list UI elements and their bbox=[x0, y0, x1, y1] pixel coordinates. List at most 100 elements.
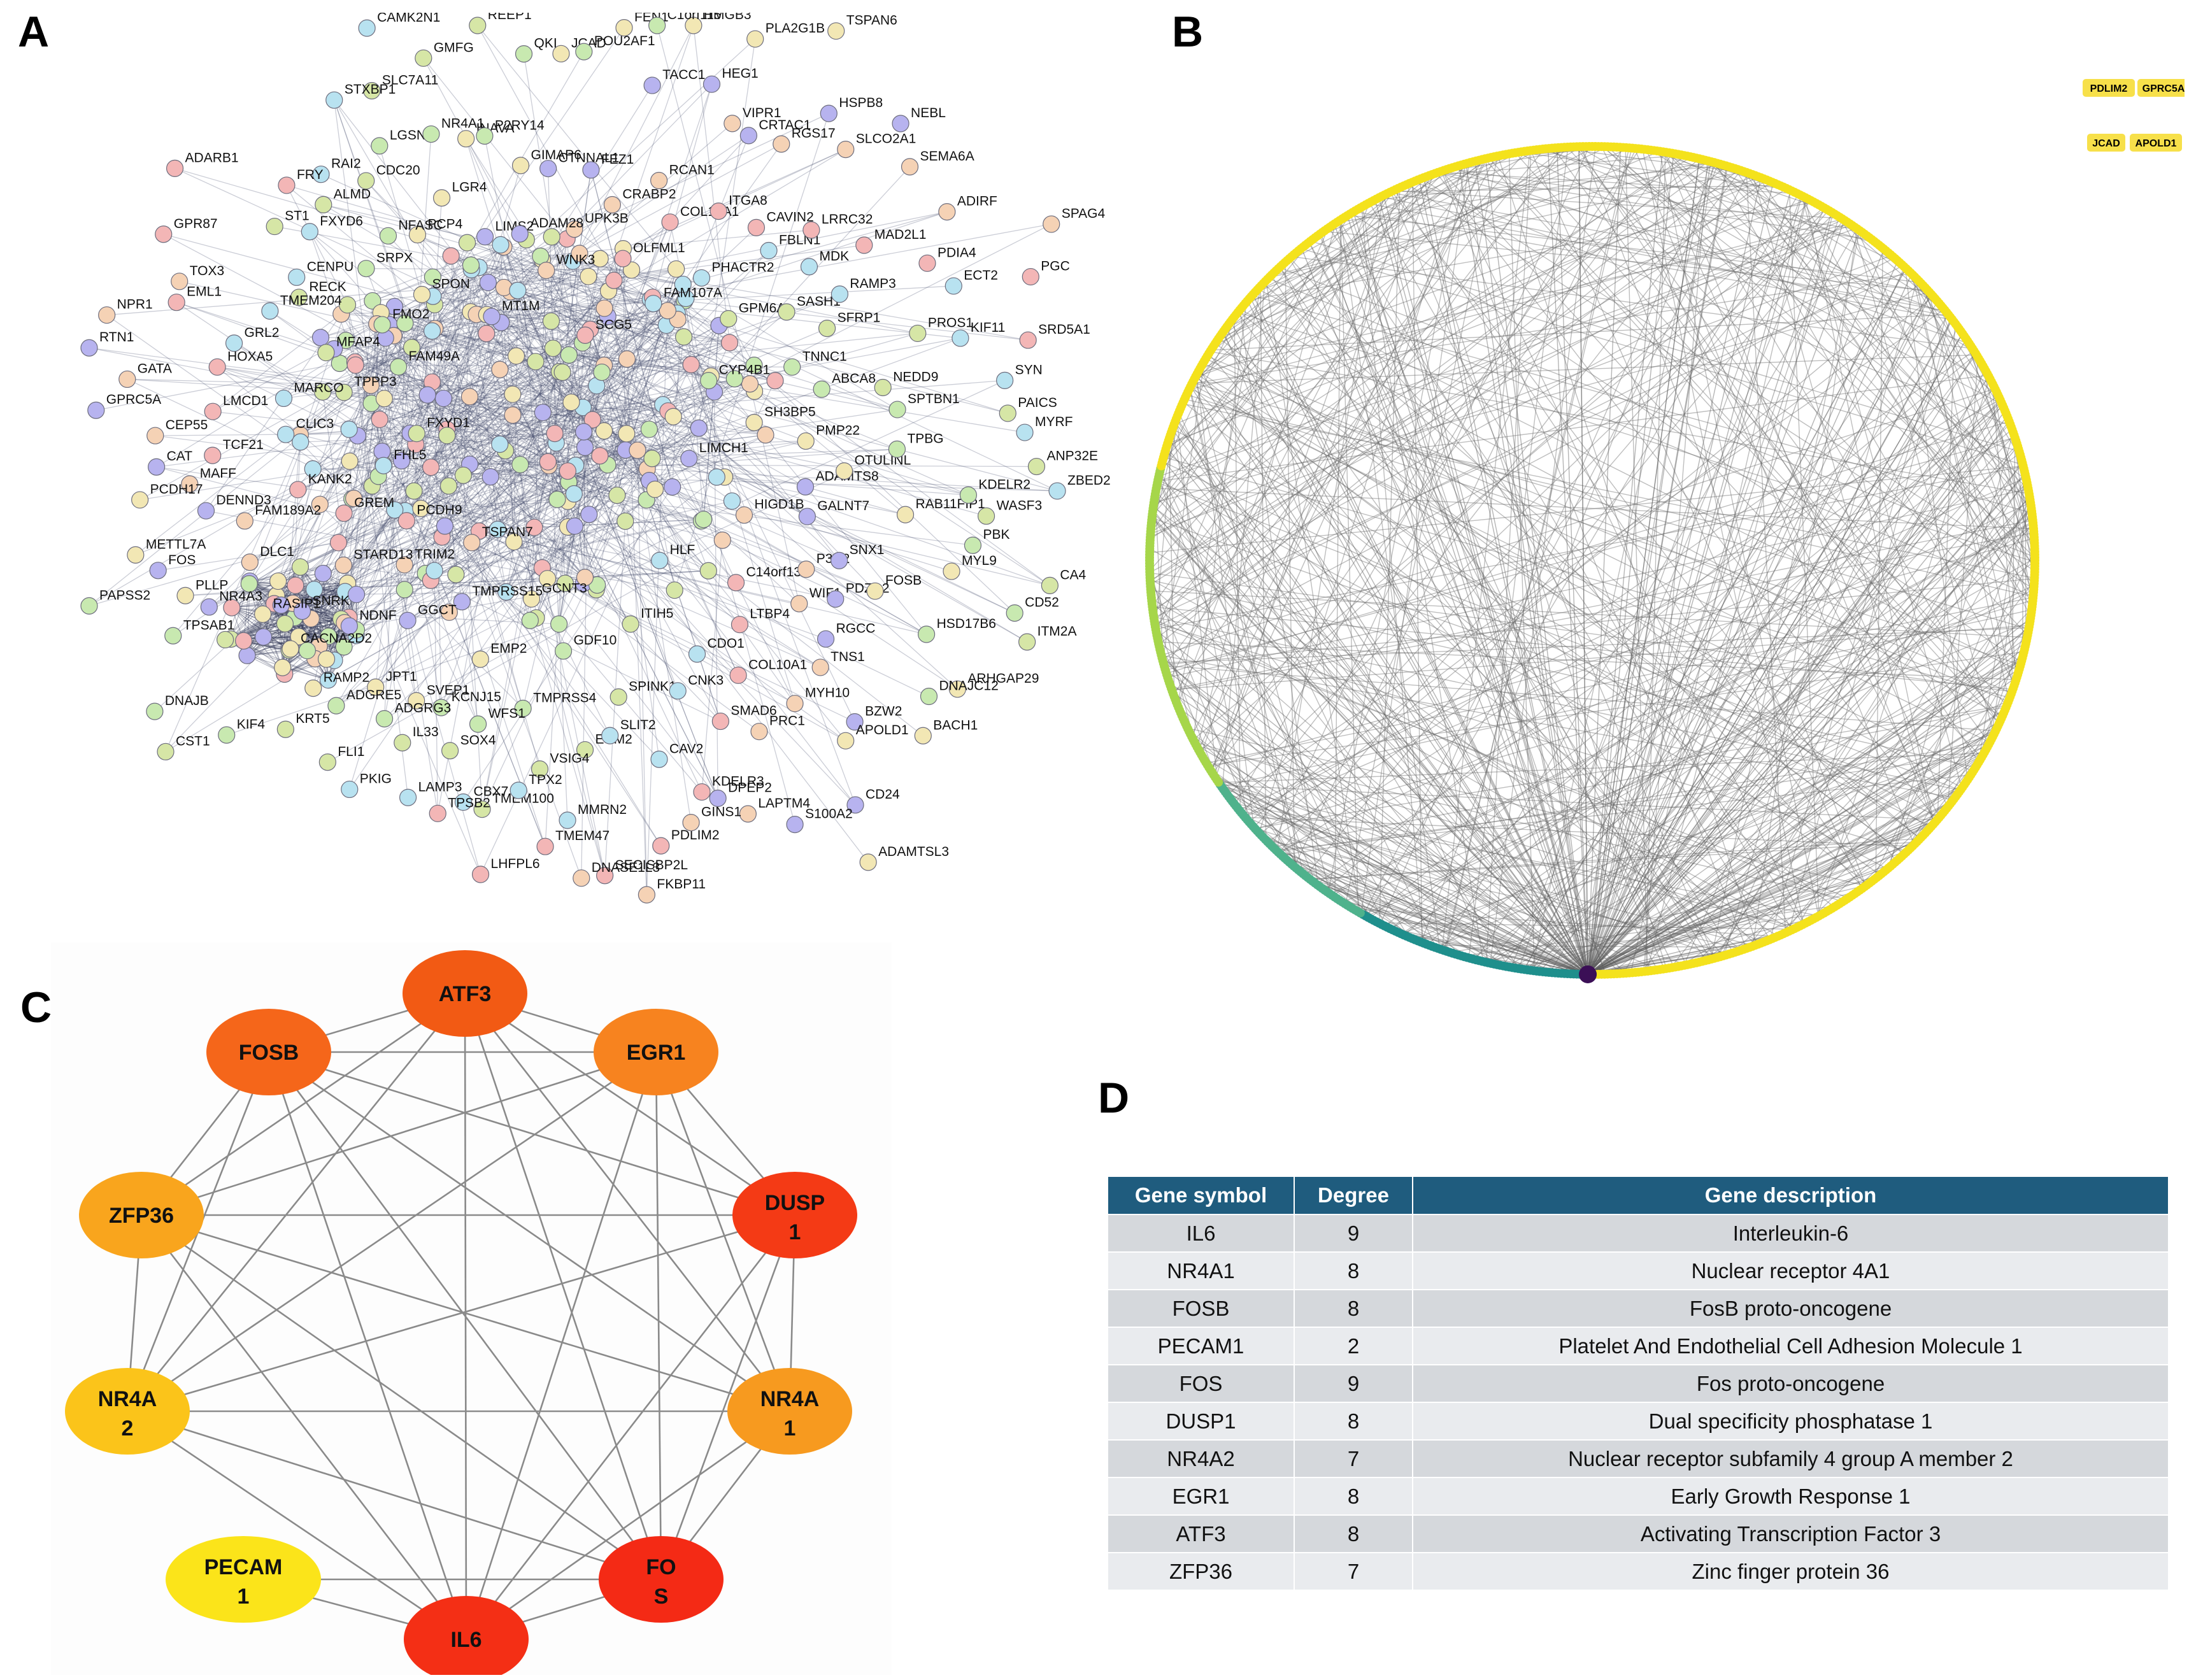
network-edge bbox=[1189, 387, 1304, 874]
network-edge bbox=[336, 519, 704, 706]
gene-node bbox=[800, 258, 818, 276]
header-degree: Degree bbox=[1294, 1177, 1413, 1214]
network-edge bbox=[1734, 167, 2034, 597]
network-edge bbox=[1164, 665, 1996, 732]
hub-edge bbox=[1587, 730, 1997, 975]
network-edge bbox=[540, 255, 918, 334]
network-edge bbox=[548, 461, 618, 496]
gene-node bbox=[682, 355, 700, 374]
network-edge bbox=[411, 347, 524, 709]
hub-edge bbox=[1587, 182, 1774, 975]
gene-label: FEZ1 bbox=[601, 152, 634, 167]
network-edge bbox=[517, 290, 730, 343]
gene-node bbox=[509, 281, 527, 299]
hub-edge bbox=[1302, 873, 1588, 975]
network-edge bbox=[1158, 310, 1241, 478]
network-edge bbox=[1189, 732, 1436, 948]
gene-label: RGS17 bbox=[792, 126, 836, 141]
network-nodes: LIMCH1TSPAN7SCG5HLFFXYD1CYP4B1GCNT3MT1MH… bbox=[80, 13, 1111, 904]
gene-node bbox=[695, 511, 713, 529]
network-edge bbox=[1155, 466, 2023, 630]
network-edge bbox=[300, 324, 667, 436]
network-edge bbox=[1157, 479, 1888, 870]
gene-node bbox=[223, 599, 241, 616]
gene-node bbox=[651, 552, 669, 569]
network-edge bbox=[432, 296, 531, 621]
gene-node bbox=[429, 804, 446, 822]
gene-node bbox=[550, 615, 568, 633]
hub-edge bbox=[1587, 931, 1788, 975]
network-edge bbox=[411, 347, 717, 478]
network-edge bbox=[1168, 439, 1175, 697]
cell-degree: 8 bbox=[1294, 1251, 1413, 1290]
network-edge bbox=[339, 316, 608, 364]
gene-label: HSD17B6 bbox=[937, 616, 996, 631]
network-edge bbox=[1234, 802, 1820, 916]
gene-node bbox=[291, 558, 310, 576]
gene-label: TRIM2 bbox=[415, 547, 455, 562]
hub-edge bbox=[1587, 147, 1622, 974]
gene-label: MARCO bbox=[294, 380, 343, 395]
gene-node bbox=[566, 517, 584, 535]
gene-node bbox=[432, 699, 450, 716]
network-edge bbox=[432, 308, 605, 383]
network-edge bbox=[344, 372, 602, 623]
network-edge bbox=[1441, 171, 1982, 758]
gene-node bbox=[422, 459, 440, 476]
network-edge bbox=[1157, 478, 1316, 884]
gene-label: EMP2 bbox=[490, 641, 527, 656]
gene-label: CACNA2D2 bbox=[301, 631, 372, 646]
network-edge bbox=[1490, 146, 1596, 964]
gene-node bbox=[457, 130, 475, 148]
gene-label: PDLIM2 bbox=[671, 828, 720, 843]
network-edge bbox=[542, 567, 675, 591]
network-edge bbox=[355, 364, 792, 367]
gene-label: FRY bbox=[297, 167, 324, 182]
network-edge bbox=[1276, 774, 1971, 851]
network-edge bbox=[1254, 827, 1688, 965]
gene-label: RCAN1 bbox=[669, 163, 715, 178]
gene-node bbox=[514, 699, 532, 717]
network-edge bbox=[1361, 207, 1424, 943]
gene-node bbox=[659, 302, 676, 320]
gene-node bbox=[827, 22, 845, 40]
network-edge bbox=[406, 256, 541, 522]
network-edge bbox=[319, 504, 524, 709]
network-edge bbox=[385, 338, 396, 510]
network-edge bbox=[1667, 152, 2029, 490]
network-edge bbox=[176, 302, 585, 448]
network-edge bbox=[345, 339, 1050, 587]
gene-label: ADIRF bbox=[957, 194, 997, 209]
gene-label: CD24 bbox=[866, 787, 900, 802]
network-edge bbox=[1152, 180, 1418, 511]
gene-label: GPR87 bbox=[174, 217, 218, 231]
network-edge bbox=[393, 335, 569, 502]
gene-node bbox=[943, 562, 960, 580]
cell-symbol: FOSB bbox=[1108, 1289, 1295, 1327]
network-edge bbox=[347, 304, 585, 578]
gene-node bbox=[747, 218, 766, 237]
network-edge bbox=[565, 583, 846, 741]
network-edge bbox=[383, 265, 472, 719]
hub-edge bbox=[1587, 404, 2003, 975]
network-edge bbox=[517, 290, 591, 330]
hub-edge bbox=[1247, 300, 1588, 975]
network-edge bbox=[1255, 599, 2033, 830]
gene-node bbox=[745, 413, 763, 432]
network-edge bbox=[484, 236, 504, 288]
network-edge bbox=[583, 432, 586, 578]
gene-label: SVEP1 bbox=[427, 683, 470, 697]
network-edge bbox=[1153, 506, 1742, 951]
network-edge bbox=[1258, 831, 1555, 974]
gene-node bbox=[87, 401, 105, 419]
network-edge bbox=[1348, 215, 1920, 283]
network-edge bbox=[300, 304, 348, 443]
network-edge bbox=[1937, 302, 2036, 548]
network-edge bbox=[1560, 637, 2028, 974]
gene-label: SPON bbox=[432, 277, 470, 292]
gene-node bbox=[375, 390, 393, 408]
gene-node bbox=[601, 727, 619, 744]
network-edge bbox=[1187, 727, 1866, 886]
gene-label: CAVIN2 bbox=[766, 210, 813, 224]
network-edge bbox=[312, 419, 380, 469]
